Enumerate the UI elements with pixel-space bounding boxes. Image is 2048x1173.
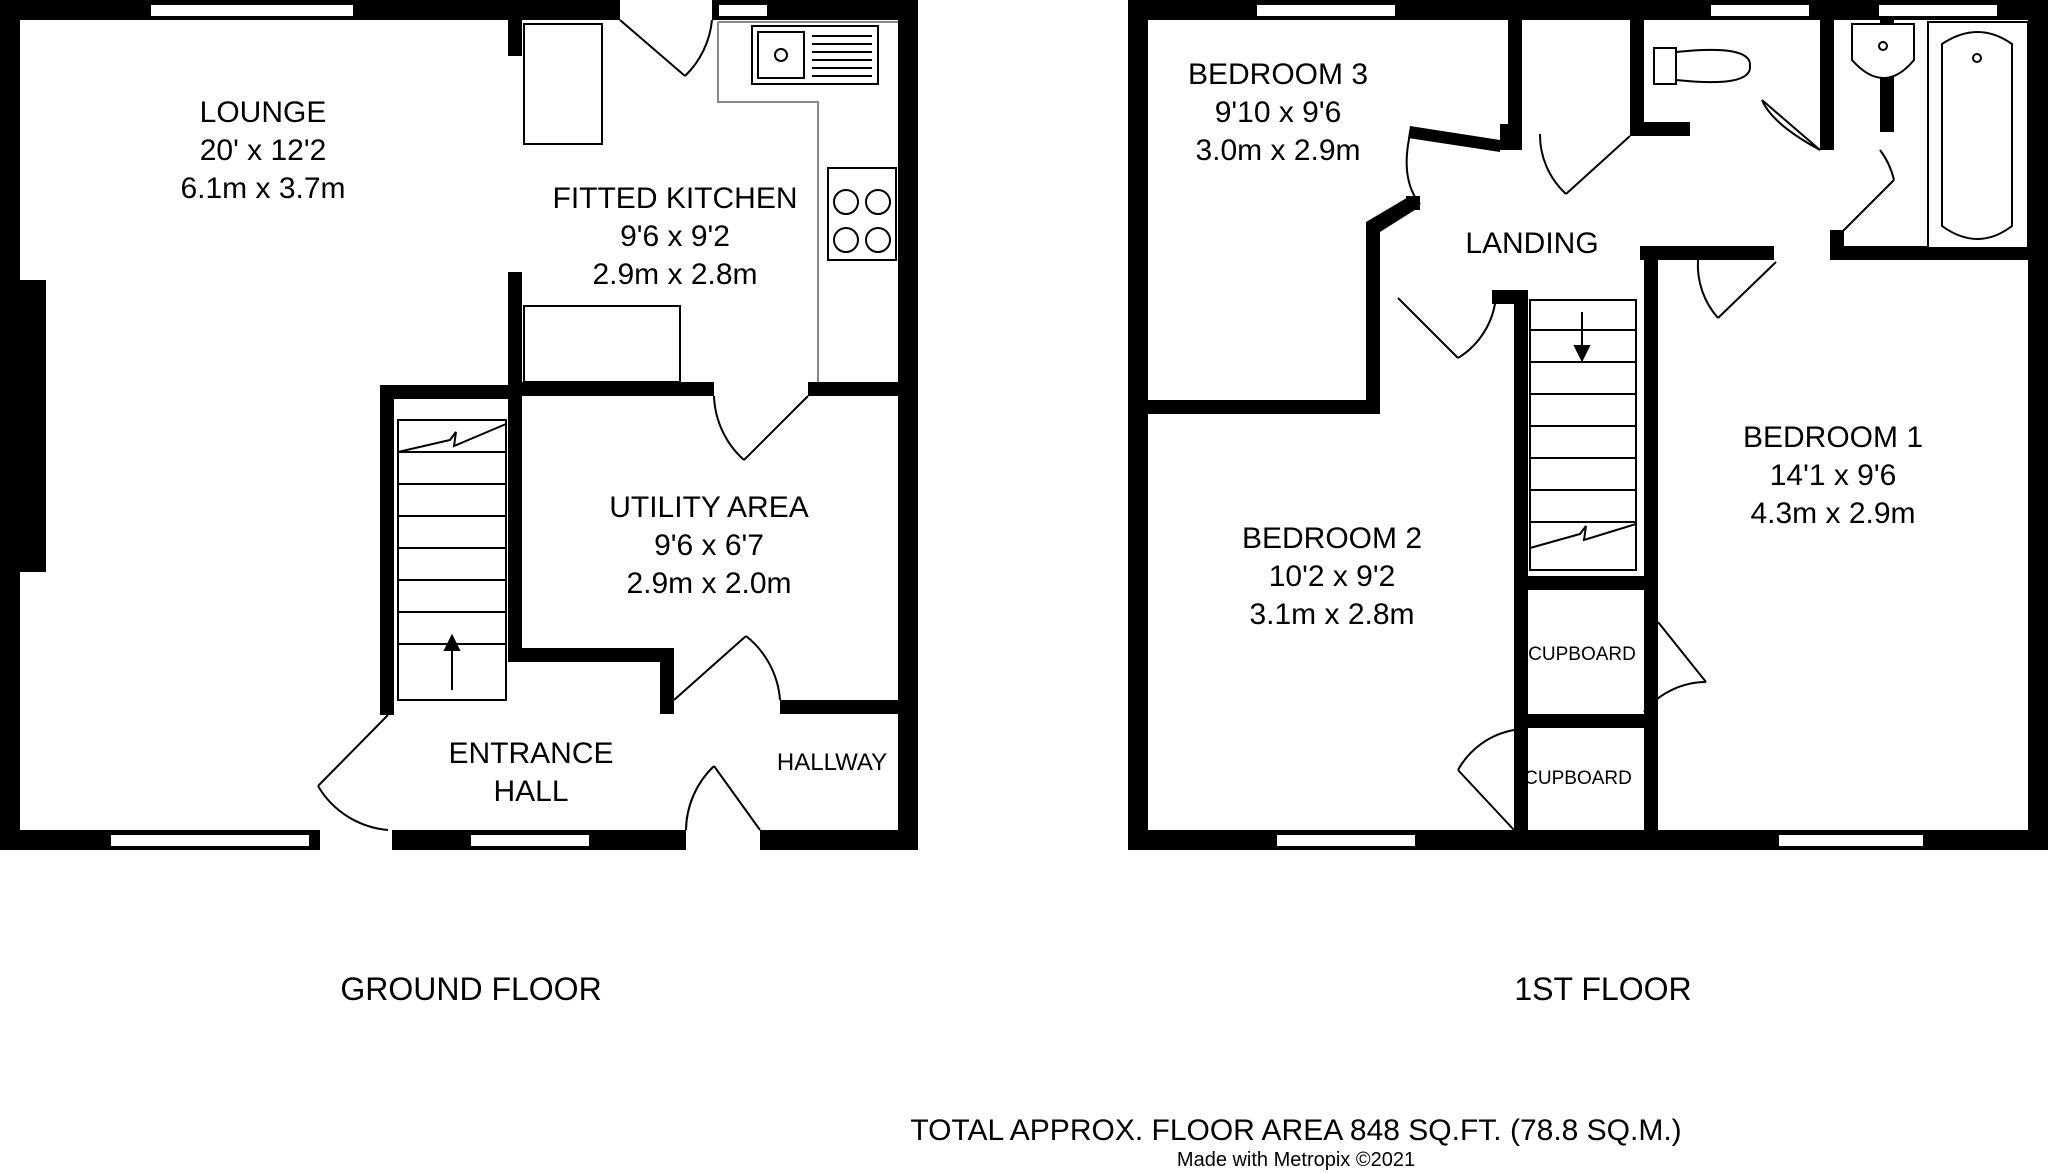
metropix-credit: Made with Metropix ©2021 [1177, 1149, 1415, 1171]
cupboard1-name: CUPBOARD [1528, 644, 1636, 665]
hallway-name: HALLWAY [777, 749, 887, 776]
bedroom1-window [1777, 833, 1925, 848]
toilet-icon [1653, 47, 1751, 85]
entrance-name-line1: ENTRANCE [448, 737, 613, 770]
first-floor-windows [1255, 3, 1999, 848]
wc-window [1709, 3, 1811, 18]
lounge-name: LOUNGE [200, 96, 327, 129]
first-floor-plan: BEDROOM 3 9'10 x 9'6 3.0m x 2.9m LANDING… [1128, 0, 2048, 1007]
lounge-bottom-window [109, 833, 311, 848]
ground-floor-windows [109, 3, 769, 848]
bedroom2-door-icon [1397, 295, 1497, 359]
total-floor-area: TOTAL APPROX. FLOOR AREA 848 SQ.FT. (78.… [910, 1114, 1681, 1147]
ground-floor-doors [317, 19, 809, 831]
hob-icon [827, 167, 897, 261]
bedroom1-name: BEDROOM 1 [1743, 421, 1923, 454]
front-door-icon [685, 765, 761, 831]
bedroom2-metric: 3.1m x 2.8m [1249, 598, 1414, 631]
utility-metric: 2.9m x 2.0m [626, 567, 791, 600]
bedroom1-door-icon [1696, 259, 1777, 319]
entrance-name-line2: HALL [493, 775, 568, 808]
first-floor-stairs-icon [1529, 299, 1637, 571]
utility-door-icon [673, 635, 781, 701]
bedroom1-imperial: 14'1 x 9'6 [1770, 459, 1897, 492]
utility-imperial: 9'6 x 6'7 [654, 529, 764, 562]
bedroom3-imperial: 9'10 x 9'6 [1215, 96, 1342, 129]
cupboard2-name: CUPBOARD [1524, 768, 1632, 789]
kitchen-metric: 2.9m x 2.8m [592, 258, 757, 291]
kitchen-back-door-icon [619, 19, 713, 77]
lounge-entrance-door-icon [317, 714, 389, 831]
bedroom2-name: BEDROOM 2 [1242, 522, 1422, 555]
first-floor-doors [1397, 99, 1895, 831]
entrance-window [469, 833, 591, 848]
cupboard1-door-icon [1643, 621, 1707, 713]
bathroom-fittings [1653, 21, 2029, 249]
kitchen-name: FITTED KITCHEN [553, 182, 798, 215]
utility-name: UTILITY AREA [609, 491, 809, 524]
wc-door-icon [1761, 99, 1821, 151]
bedroom3-name: BEDROOM 3 [1188, 58, 1368, 91]
kitchen-imperial: 9'6 x 9'2 [620, 220, 730, 253]
bedroom2-imperial: 10'2 x 9'2 [1269, 560, 1396, 593]
bedroom3-metric: 3.0m x 2.9m [1195, 134, 1360, 167]
ground-floor-title: GROUND FLOOR [340, 971, 601, 1007]
lounge-top-window [149, 3, 355, 18]
bathroom-window [1877, 3, 1999, 18]
kitchen-fittings [523, 21, 898, 383]
landing-name: LANDING [1465, 227, 1598, 260]
landing-wc-door-icon [1538, 133, 1631, 195]
lounge-metric: 6.1m x 3.7m [180, 172, 345, 205]
ground-floor-stairs-icon [397, 419, 507, 701]
bedroom1-metric: 4.3m x 2.9m [1750, 497, 1915, 530]
ground-floor-plan: LOUNGE 20' x 12'2 6.1m x 3.7m FITTED KIT… [0, 0, 918, 1007]
bedroom3-window [1255, 3, 1397, 18]
kitchen-utility-door-icon [713, 395, 809, 461]
first-floor-title: 1ST FLOOR [1514, 971, 1691, 1007]
bedroom3-door-icon [1405, 133, 1421, 205]
bedroom2-window [1275, 833, 1417, 848]
kitchen-window [717, 3, 769, 18]
bathroom-door-icon [1833, 149, 1895, 241]
lounge-imperial: 20' x 12'2 [200, 134, 327, 167]
cupboard2-door-icon [1457, 729, 1515, 831]
